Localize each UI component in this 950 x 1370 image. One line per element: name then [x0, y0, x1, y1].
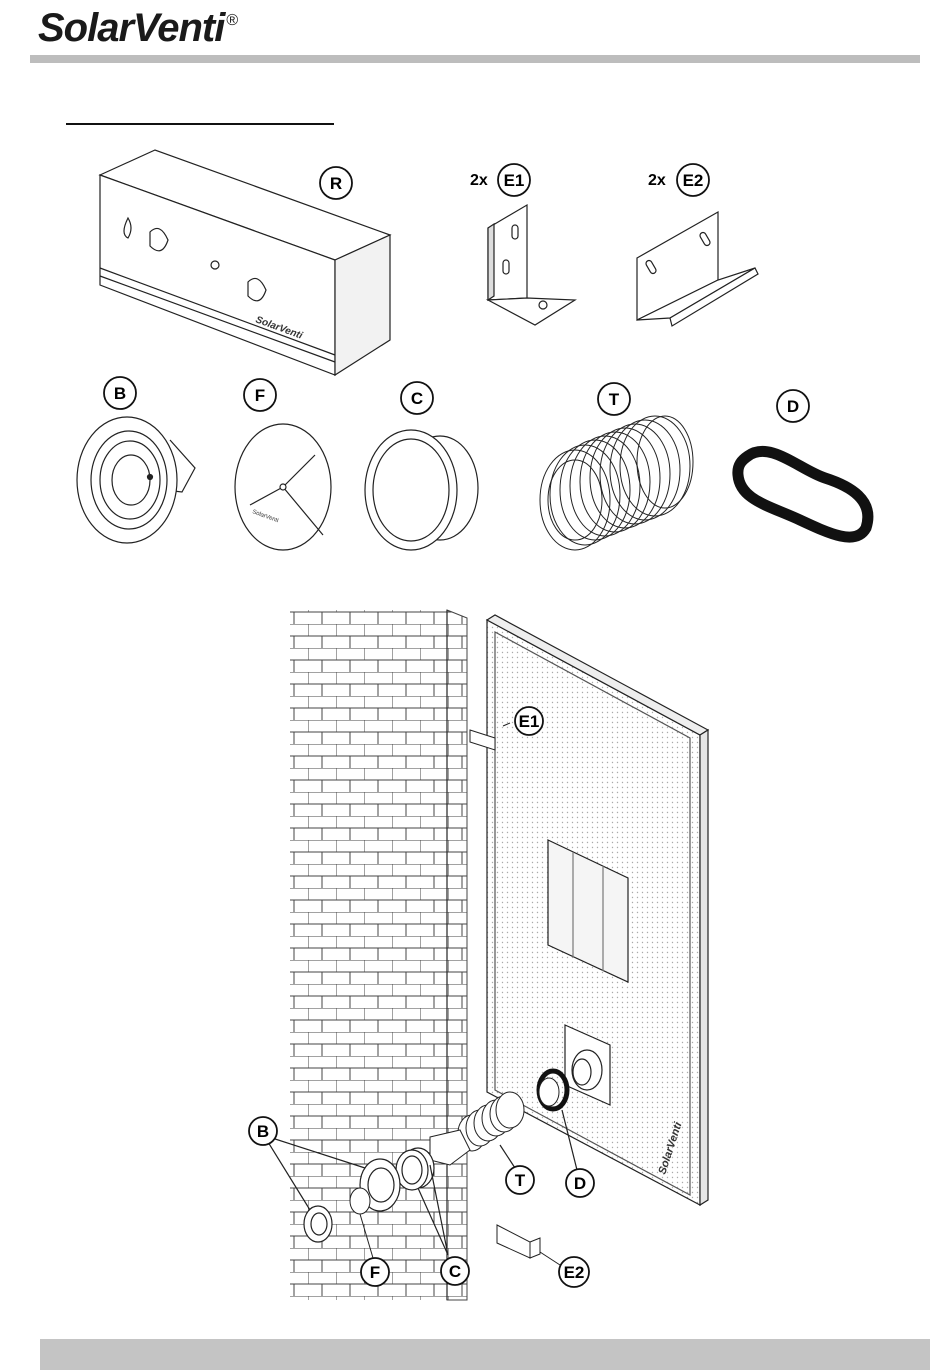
- sleeve-ring-c: [365, 430, 478, 550]
- filter-disc-f: SolarVenti: [235, 424, 331, 550]
- assembly-tube-t: [458, 1092, 524, 1168]
- footer-bar: [40, 1339, 930, 1370]
- label-b: B: [114, 384, 126, 403]
- vent-ring-b: [77, 417, 195, 543]
- assembly-label-c: C: [449, 1262, 461, 1281]
- assembly-bracket-e2: [497, 1225, 560, 1265]
- assembly-label-d: D: [574, 1174, 586, 1193]
- label-t: T: [609, 390, 620, 409]
- label-f: F: [255, 386, 265, 405]
- assembly-label-f: F: [370, 1263, 380, 1282]
- label-e1: E1: [504, 171, 525, 190]
- label-c: C: [411, 389, 423, 408]
- quantity-e1: 2x: [470, 172, 488, 189]
- bracket-e1: [488, 205, 575, 325]
- label-r: R: [330, 174, 342, 193]
- assembly-label-e2: E2: [564, 1263, 585, 1282]
- label-d: D: [787, 397, 799, 416]
- assembly-label-b: B: [257, 1122, 269, 1141]
- assembly-label-t: T: [515, 1171, 526, 1190]
- assembly-label-e1: E1: [519, 712, 540, 731]
- label-e2: E2: [683, 171, 704, 190]
- quantity-e2: 2x: [648, 172, 666, 189]
- bracket-e2: [637, 212, 758, 326]
- flex-tube-t: [540, 416, 693, 550]
- gasket-d: [738, 451, 868, 537]
